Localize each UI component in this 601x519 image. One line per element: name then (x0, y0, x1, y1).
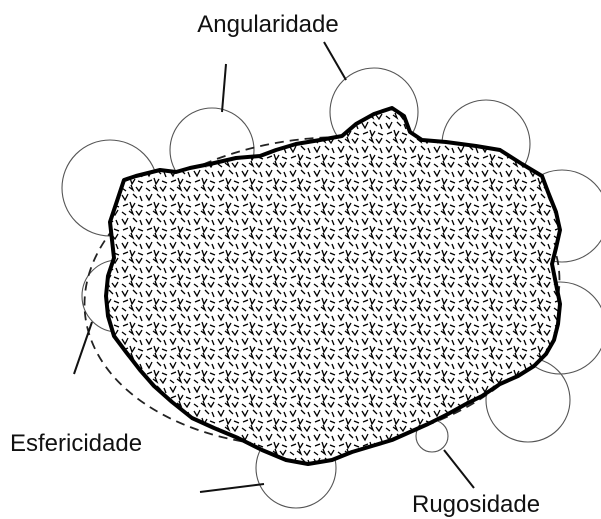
particle-outline (106, 108, 560, 464)
angularity-label: Angularidade (197, 11, 338, 38)
sphericity-leader-bottom (200, 484, 264, 492)
roughness-label: Rugosidade (412, 491, 540, 518)
roughness-leader (444, 450, 474, 488)
sphericity-leader (74, 322, 92, 374)
angularity-leader-left (222, 64, 226, 112)
sphericity-label: Esfericidade (10, 430, 142, 457)
angularity-leader-right (324, 42, 346, 80)
